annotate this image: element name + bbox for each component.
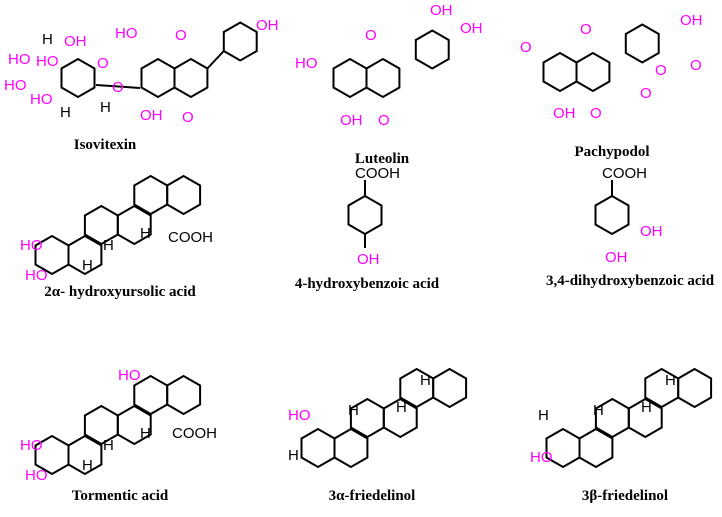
- benzene-ring: [347, 194, 383, 236]
- atom-label: COOH: [602, 165, 647, 182]
- caption-pachypodol: Pachypodol: [574, 144, 650, 160]
- bond: [95, 84, 141, 89]
- atom-label: OH: [553, 105, 576, 122]
- atom-label: O: [112, 79, 124, 96]
- ring-a: [542, 51, 578, 93]
- atom-label: O: [175, 27, 187, 44]
- atom-label: COOH: [355, 165, 400, 182]
- ring-1: [578, 427, 614, 469]
- caption-tormentic-acid: Tormentic acid: [71, 488, 169, 504]
- atom-label: HO: [295, 55, 318, 72]
- ring-c: [173, 57, 209, 99]
- caption-3-4-dihydroxybenzoic-acid: 3,4-dihydroxybenzoic acid: [545, 273, 715, 289]
- atom-label: HO: [115, 25, 138, 42]
- ring-b: [624, 23, 660, 64]
- atom-label: O: [655, 62, 667, 79]
- atom-label: H: [665, 372, 676, 389]
- ring-4: [133, 174, 169, 216]
- atom-label: OH: [140, 107, 163, 124]
- atom-label: H: [42, 31, 53, 48]
- atom-label: H: [82, 457, 93, 474]
- atom-label: HO: [118, 367, 141, 384]
- atom-label: H: [538, 407, 549, 424]
- atom-label: OH: [640, 223, 663, 240]
- ring-5: [166, 374, 202, 416]
- caption-isovitexin: Isovitexin: [73, 137, 137, 153]
- atom-label: OH: [605, 249, 628, 266]
- atom-label: O: [365, 27, 377, 44]
- atom-label: OH: [340, 112, 363, 129]
- caption-luteolin: Luteolin: [354, 151, 410, 167]
- ring-5: [166, 174, 202, 216]
- atom-label: H: [140, 225, 151, 242]
- atom-label: HO: [30, 91, 53, 108]
- ring-1: [67, 234, 103, 276]
- atom-label: H: [140, 425, 151, 442]
- caption-2a-hydroxyursolic-acid: 2α- hydroxyursolic acid: [44, 284, 196, 300]
- atom-label: H: [103, 237, 114, 254]
- ring-3: [627, 397, 663, 439]
- ring-c: [365, 57, 401, 99]
- atom-label: HO: [25, 467, 48, 484]
- atom-label: HO: [20, 437, 43, 454]
- ring-b: [414, 29, 450, 70]
- ring-a: [332, 57, 368, 99]
- ring-0: [300, 427, 336, 469]
- atom-label: HO: [4, 77, 27, 94]
- atom-label: O: [690, 57, 702, 74]
- ring-c: [575, 51, 611, 93]
- caption-3b-friedelinol: 3β-friedelinol: [581, 488, 669, 504]
- caption-4-hydroxybenzoic-acid: 4-hydroxybenzoic acid: [294, 276, 440, 292]
- ring-3: [116, 204, 152, 246]
- atom-label: HO: [25, 267, 48, 284]
- sugar-ring: [60, 57, 96, 99]
- atom-label: H: [593, 402, 604, 419]
- atom-label: COOH: [172, 425, 217, 442]
- atom-label: H: [348, 402, 359, 419]
- ring-3: [382, 397, 418, 439]
- atom-label: O: [520, 39, 532, 56]
- atom-label: H: [396, 399, 407, 416]
- atom-label: H: [641, 399, 652, 416]
- atom-label: HO: [8, 51, 31, 68]
- ring-5: [677, 367, 713, 409]
- atom-label: H: [288, 447, 299, 464]
- ring-b: [222, 21, 258, 62]
- atom-label: HO: [530, 449, 553, 466]
- atom-label: H: [420, 372, 431, 389]
- atom-label: O: [97, 55, 109, 72]
- ring-1: [67, 434, 103, 476]
- atom-label: O: [182, 109, 194, 126]
- ring-1: [333, 427, 369, 469]
- atom-label: OH: [357, 251, 380, 268]
- atom-label: HO: [36, 53, 59, 70]
- atom-label: HO: [288, 407, 311, 424]
- atom-label: OH: [256, 17, 279, 34]
- atom-label: O: [590, 105, 602, 122]
- bond: [206, 50, 225, 70]
- atom-label: COOH: [168, 229, 213, 246]
- atom-label: OH: [64, 33, 87, 50]
- atom-label: O: [640, 85, 652, 102]
- benzene-ring: [594, 194, 630, 236]
- atom-label: H: [60, 104, 71, 121]
- atom-label: O: [580, 21, 592, 38]
- atom-label: O: [378, 112, 390, 129]
- atom-label: OH: [430, 2, 453, 19]
- atom-label: OH: [680, 12, 703, 29]
- caption-3a-friedelinol: 3α-friedelinol: [328, 488, 416, 504]
- atom-label: H: [103, 437, 114, 454]
- atom-label: HO: [20, 237, 43, 254]
- atom-label: H: [82, 257, 93, 274]
- ring-3: [116, 404, 152, 446]
- ring-5: [432, 367, 468, 409]
- ring-a: [140, 57, 176, 99]
- atom-label: OH: [460, 20, 483, 37]
- atom-label: H: [100, 99, 111, 116]
